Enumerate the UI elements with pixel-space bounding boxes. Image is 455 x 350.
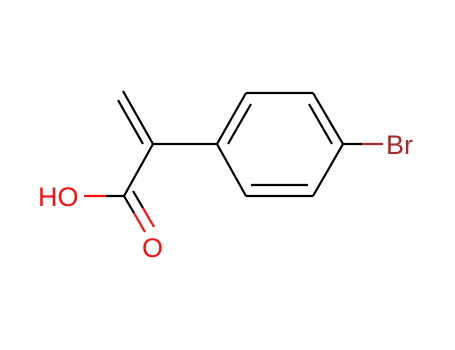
benzene-ring	[216, 91, 344, 198]
ring-bond-3	[312, 92, 344, 145]
carbonyl-bond-1-oxygen-half	[133, 212, 146, 233]
carbonyl-oxygen-label: O	[142, 233, 163, 263]
methylene-bond-outer	[122, 90, 154, 145]
hydroxyl-label: HO	[38, 182, 79, 212]
methylene-double-bond	[117, 90, 154, 145]
carbonyl-bond-2-carbon-half	[132, 190, 144, 209]
ring-bond-1	[216, 92, 247, 145]
ring-bond-4	[312, 143, 344, 197]
carbonyl-double-bond	[123, 190, 155, 233]
vinyl-to-carboxyl-bond	[123, 143, 154, 197]
ring-bond-6	[216, 143, 247, 197]
bromine-label: Br	[386, 130, 413, 160]
carbonyl-bond-2-oxygen-half	[142, 207, 155, 228]
ring-inner-bond-1	[227, 103, 252, 145]
carbonyl-bond-1-carbon-half	[123, 195, 135, 214]
methylene-bond-inner	[117, 99, 144, 145]
ring-inner-bond-2	[308, 103, 333, 145]
